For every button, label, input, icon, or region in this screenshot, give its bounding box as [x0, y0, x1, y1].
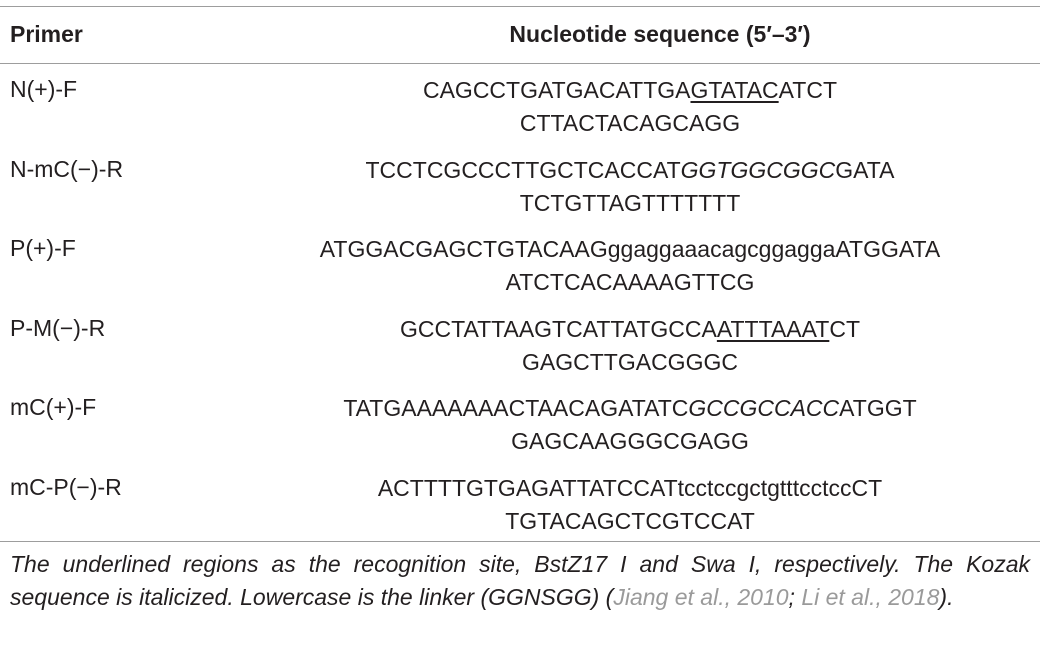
sequence-line-2: TCTGTTAGTTTTTTT — [260, 187, 1000, 220]
table-footnote: The underlined regions as the recognitio… — [10, 548, 1030, 614]
primer-name: P(+)-F — [10, 235, 76, 261]
sequence-line-2: CTTACTACAGCAGG — [260, 107, 1000, 140]
nucleotide-sequence: ACTTTTGTGAGATTATCCATtcctccgctgtttcctccCT… — [260, 472, 1000, 538]
sequence-segment: CTTACTACAGCAGG — [519, 110, 741, 136]
sequence-line-1: TATGAAAAAAACTAACAGATATCGCCGCCACCATGGT — [260, 392, 1000, 425]
sequence-segment: ATGGACGAGCTGTACAAGggaggaaacagcggaggaATGG… — [319, 236, 941, 262]
citation-link-jiang[interactable]: Jiang et al., 2010 — [613, 584, 789, 610]
footnote-text-2: ). — [939, 584, 954, 610]
table-header-rule — [0, 63, 1040, 64]
sequence-segment: TATGAAAAAAACTAACAGATATC — [343, 395, 689, 421]
table-row: mC(+)-F TATGAAAAAAACTAACAGATATCGCCGCCACCA… — [0, 382, 1040, 458]
nucleotide-sequence: TATGAAAAAAACTAACAGATATCGCCGCCACCATGGT GAG… — [260, 392, 1000, 458]
table-bottom-rule — [0, 541, 1040, 542]
sequence-segment: ATGGT — [839, 395, 917, 421]
sequence-segment: TCTGTTAGTTTTTTT — [519, 189, 741, 216]
sequence-segment: GCCTATTAAGTCATTATGCCA — [400, 315, 717, 342]
sequence-line-2: TGTACAGCTCGTCCAT — [260, 505, 1000, 538]
sequence-segment: TCCTCGCCCTTGCTCACCAT — [365, 156, 681, 183]
primer-name: N-mC(−)-R — [10, 155, 124, 182]
footnote-separator: ; — [788, 584, 802, 610]
header-sequence: Nucleotide sequence (5′–3′) — [509, 21, 811, 47]
kozak-sequence-segment: GGTGGCGGC — [680, 156, 836, 183]
table-row: N(+)-F CAGCCTGATGACATTGAGTATACATCT CTTACTA… — [0, 64, 1040, 140]
sequence-segment: ACTTTTGTGAGATTATCCATtcctccgctgtttcctccCT — [377, 474, 883, 501]
sequence-segment: ATCTCACAAAAGTTCG — [505, 269, 755, 295]
sequence-segment: TGTACAGCTCGTCCAT — [505, 507, 755, 534]
sequence-line-1: CAGCCTGATGACATTGAGTATACATCT — [260, 74, 1000, 107]
primer-name: mC(+)-F — [10, 394, 97, 420]
primer-name: mC-P(−)-R — [10, 473, 122, 500]
table-top-rule — [0, 6, 1040, 7]
primer-name: P-M(−)-R — [10, 314, 106, 341]
table-row: mC-P(−)-R ACTTTTGTGAGATTATCCATtcctccgctgt… — [0, 462, 1040, 538]
nucleotide-sequence: ATGGACGAGCTGTACAAGggaggaaacagcggaggaATGG… — [260, 233, 1000, 299]
sequence-segment: GATA — [835, 156, 895, 183]
header-primer: Primer — [10, 21, 83, 47]
sequence-line-1: TCCTCGCCCTTGCTCACCATGGTGGCGGCGATA — [260, 154, 1000, 187]
sequence-segment: GAGCTTGACGGGC — [522, 348, 738, 375]
sequence-line-1: GCCTATTAAGTCATTATGCCAATTTAAATCT — [260, 313, 1000, 346]
sequence-line-1: ACTTTTGTGAGATTATCCATtcctccgctgtttcctccCT — [260, 472, 1000, 505]
sequence-line-1: ATGGACGAGCTGTACAAGggaggaaacagcggaggaATGG… — [260, 233, 1000, 266]
sequence-segment: ATCT — [778, 77, 837, 103]
nucleotide-sequence: CAGCCTGATGACATTGAGTATACATCT CTTACTACAGCAG… — [260, 74, 1000, 140]
sequence-line-2: GAGCAAGGGCGAGG — [260, 425, 1000, 458]
sequence-segment: CAGCCTGATGACATTGA — [422, 77, 691, 103]
sequence-segment: CT — [829, 315, 860, 342]
primer-name: N(+)-F — [10, 76, 78, 102]
table-row: N-mC(−)-R TCCTCGCCCTTGCTCACCATGGTGGCGGCGA… — [0, 144, 1040, 220]
recognition-site-segment: GTATAC — [690, 77, 779, 103]
kozak-sequence-segment: GCCGCCACC — [688, 395, 840, 421]
table-row: P(+)-F ATGGACGAGCTGTACAAGggaggaaacagcggag… — [0, 223, 1040, 299]
recognition-site-segment: ATTTAAAT — [716, 315, 830, 342]
footnote-text-1: The underlined regions as the recognitio… — [10, 551, 1030, 610]
sequence-segment: GAGCAAGGGCGAGG — [511, 428, 749, 454]
citation-link-li[interactable]: Li et al., 2018 — [801, 584, 940, 610]
sequence-line-2: GAGCTTGACGGGC — [260, 346, 1000, 379]
sequence-line-2: ATCTCACAAAAGTTCG — [260, 266, 1000, 299]
